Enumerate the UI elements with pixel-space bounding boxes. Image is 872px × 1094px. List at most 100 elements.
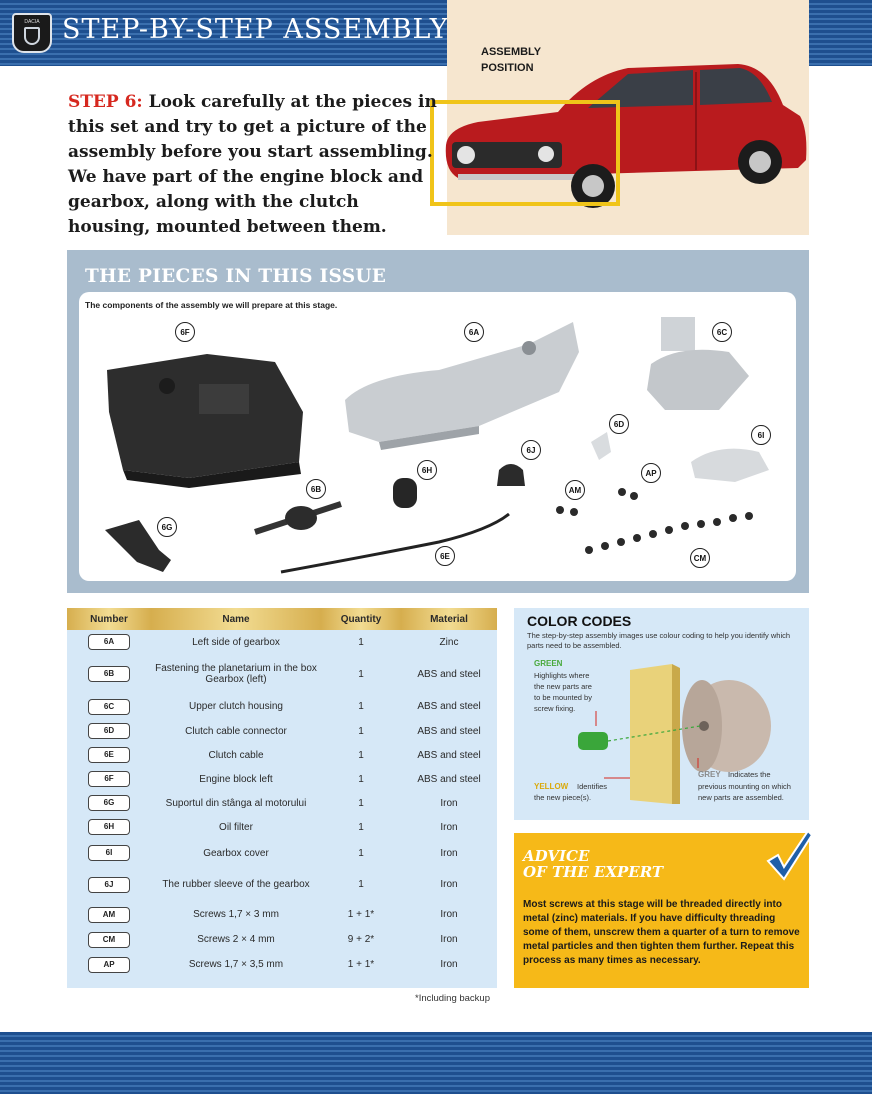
brand-logo-text: DACIA [24,19,40,25]
clutch-cable-part [280,512,510,574]
piece-label-6g: 6G [157,517,177,537]
part-code: 6F [88,771,130,787]
assembly-position-line2: POSITION [481,62,534,74]
part-quantity: 1 [358,725,364,737]
part-name: Screws 2 × 4 mm [197,934,275,945]
part-quantity: 1 + 1* [347,909,375,920]
clutch-cable-connector-part [591,432,611,460]
expert-advice-title: ADVICE OF THE EXPERT [523,848,663,880]
piece-label-6c: 6C [712,322,732,342]
part-name: Fastening the planetarium in the box Gea… [155,663,317,685]
part-quantity: 1 [358,701,364,712]
table-row: AM Screws 1,7 × 3 mm 1 + 1* Iron [67,902,497,927]
table-row: 6G Suportul din stânga al motorului 1 Ir… [67,791,497,815]
part-quantity: 1 [358,879,364,890]
assembly-highlight-frame [430,100,620,206]
shield-icon [24,27,40,45]
part-name: Left side of gearbox [192,636,280,648]
footer-band [0,1032,872,1094]
piece-label-6j: 6J [521,440,541,460]
part-code: AP [88,956,130,973]
screws-cm [585,512,753,554]
step-label: STEP 6: [68,92,143,112]
table-row: 6F Engine block left 1 ABS and steel [67,767,497,791]
pieces-photo: The components of the assembly we will p… [79,292,796,581]
car-image [445,64,807,208]
part-name: Clutch cable connector [185,725,287,737]
part-code: 6H [88,819,130,835]
part-quantity: 1 [358,749,364,761]
page-title: STEP-BY-STEP ASSEMBLY [62,14,449,45]
part-quantity: 1 [358,668,364,680]
part-quantity: 9 + 2* [347,934,375,945]
part-name: Clutch cable [208,749,264,761]
table-row: AP Screws 1,7 × 3,5 mm 1 + 1* Iron [67,952,497,977]
color-codes-illustration [578,664,771,804]
part-material: Iron [440,879,458,890]
table-row: 6D Clutch cable connector 1 ABS and stee… [67,719,497,743]
part-name: Gearbox cover [203,847,269,859]
pieces-illustration [105,317,769,574]
table-row: CM Screws 2 × 4 mm 9 + 2* Iron [67,927,497,952]
gearbox-cover-part [691,448,769,482]
brand-logo: DACIA [12,13,52,53]
part-code: 6E [88,747,130,763]
part-name: Oil filter [219,821,253,833]
screws-ap [618,488,638,500]
piece-label-am: AM [565,480,585,500]
part-material: Iron [440,909,458,920]
table-footnote: *Including backup [415,993,490,1004]
green-peg-shape [578,732,608,750]
expert-advice-text: Most screws at this stage will be thread… [523,899,800,966]
part-material: ABS and steel [417,668,481,680]
part-code: 6C [88,698,130,715]
part-material: Iron [440,934,458,945]
column-header-material: Material [401,608,497,630]
step-instructions: STEP 6: Look carefully at the pieces in … [68,90,438,240]
part-code: 6B [88,666,130,682]
assembly-position-label: ASSEMBLY POSITION [481,44,541,76]
pieces-description: The components of the assembly we will p… [85,300,338,310]
clutch-housing-part [647,317,749,410]
part-quantity: 1 [358,821,364,833]
column-header-number: Number [67,608,151,630]
gearbox-left-part [345,322,579,450]
piece-label-ap: AP [641,463,661,483]
part-quantity: 1 [358,773,364,785]
part-code: 6J [88,876,130,893]
part-name: The rubber sleeve of the gearbox [162,879,310,890]
part-code: AM [88,906,130,923]
color-codes-panel: COLOR CODES The step-by-step assembly im… [514,608,809,820]
part-quantity: 1 + 1* [347,959,375,970]
piece-label-6h: 6H [417,460,437,480]
green-label: GREEN [534,659,563,668]
rubber-sleeve-part [497,464,525,486]
assembly-position-line1: ASSEMBLY [481,46,542,58]
part-material: ABS and steel [417,725,481,737]
pieces-panel: THE PIECES IN THIS ISSUE The components … [67,250,809,593]
piece-label-6f: 6F [175,322,195,342]
piece-label-6a: 6A [464,322,484,342]
yellow-label: YELLOW [534,782,569,791]
table-row: 6B Fastening the planetarium in the box … [67,654,497,694]
column-header-name: Name [151,608,321,630]
engine-mount-part [105,520,171,572]
piece-label-6i: 6I [751,425,771,445]
part-code: 6I [88,845,130,861]
table-row: 6I Gearbox cover 1 Iron [67,839,497,867]
engine-block-part [107,354,303,488]
piece-label-cm: CM [690,548,710,568]
step-body: Look carefully at the pieces in this set… [68,92,437,237]
table-row: 6E Clutch cable 1 ABS and steel [67,743,497,767]
part-code: 6G [88,795,130,811]
part-quantity: 1 [358,636,364,648]
expert-advice-title-line1: ADVICE [523,847,590,865]
planetarium-fastener-part [254,501,342,535]
screws-am [556,506,578,516]
grey-description: Indicates the [728,770,771,779]
part-material: Iron [440,959,458,970]
table-row: 6J The rubber sleeve of the gearbox 1 Ir… [67,867,497,902]
expert-advice-panel: ADVICE OF THE EXPERT Most screws at this… [514,829,814,988]
oil-filter-part [393,478,417,508]
part-material: Iron [440,821,458,833]
